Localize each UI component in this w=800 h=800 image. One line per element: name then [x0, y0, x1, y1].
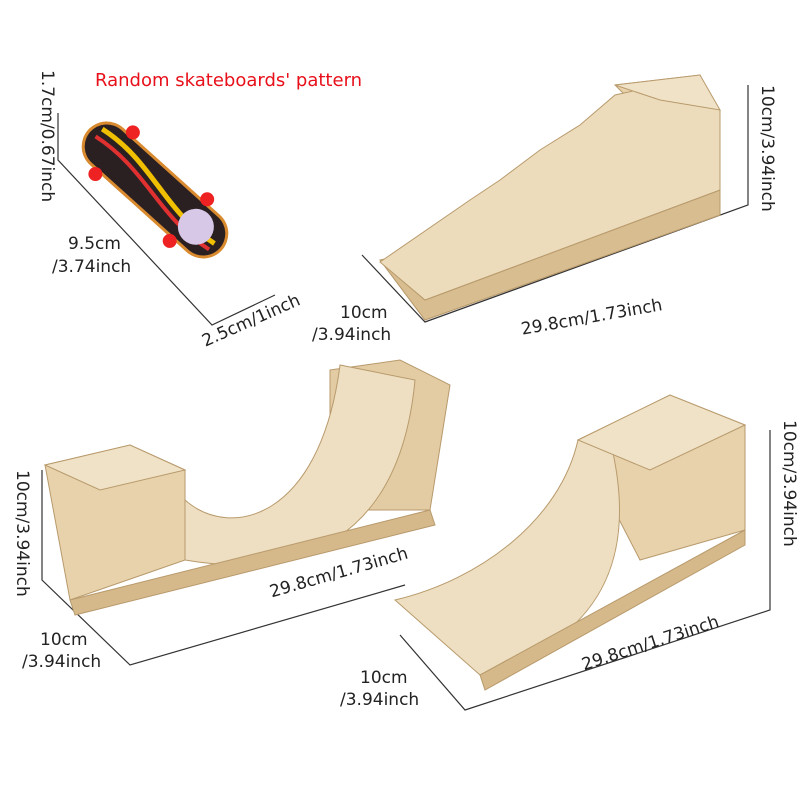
skateboard-length-cm: 9.5cm [68, 234, 121, 254]
halfpipe-height-label: 10cm/3.94inch [12, 470, 32, 597]
quarterpipe-depth-cm: 10cm [360, 668, 408, 688]
stairs-depth-in: /3.94inch [312, 325, 392, 345]
quarter-pipe-image [393, 394, 747, 691]
halfpipe-depth-in: /3.94inch [22, 652, 102, 672]
quarterpipe-height-label: 10cm/3.94inch [779, 420, 799, 547]
stairs-depth-cm: 10cm [340, 303, 388, 323]
half-pipe-image [43, 359, 451, 616]
skateboard-length-in: /3.74inch [52, 257, 132, 277]
halfpipe-depth-cm: 10cm [40, 630, 88, 650]
skateboard-image [81, 121, 229, 259]
pattern-note: Random skateboards' pattern [95, 70, 363, 91]
skateboard-height-label: 1.7cm/0.67inch [37, 70, 57, 203]
quarterpipe-depth-in: /3.94inch [340, 690, 420, 710]
stairs-height-label: 10cm/3.94inch [757, 85, 777, 212]
stairs-ramp-image [379, 74, 721, 321]
dimension-lines [41, 85, 771, 711]
